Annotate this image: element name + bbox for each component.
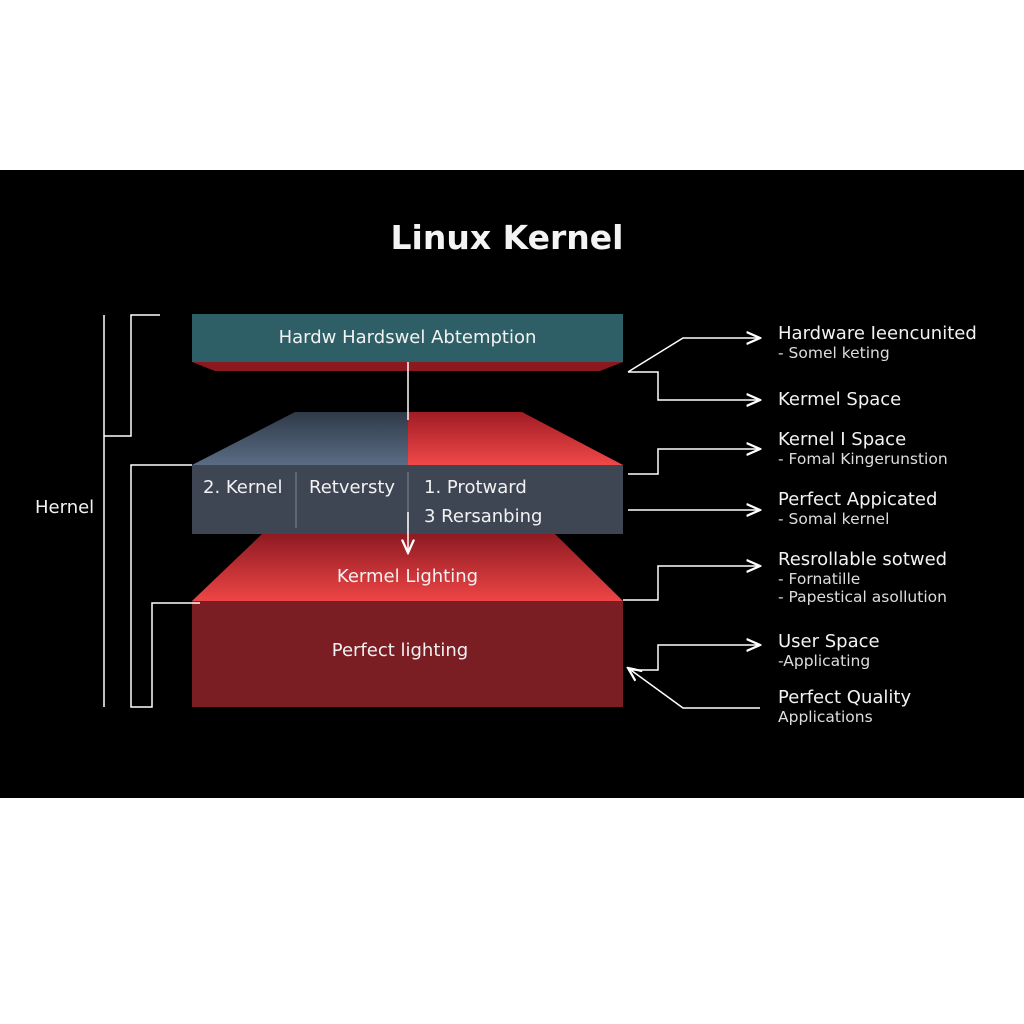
annotation-5: Resrollable sotwed - Fornatille - Papest… [778, 549, 947, 606]
middle-slab-top-left [192, 412, 408, 465]
annotation-4: Perfect Appicated - Somal kernel [778, 489, 937, 528]
hardware-layer-bar [192, 314, 623, 362]
annotation-title: Kermel Space [778, 389, 902, 410]
middle-col3-line1: 1. Protward [424, 477, 527, 498]
left-bracket-label: Hernel [35, 497, 95, 518]
annotation-7: Perfect Quality Applications [778, 687, 911, 726]
red-slab-top [192, 534, 623, 601]
middle-slab-top-right [408, 412, 623, 465]
page-title: Linux Kernel [390, 218, 624, 257]
annotation-title: Hardware Ieencunited [778, 323, 977, 344]
annotation-sub: - Somal kernel [778, 510, 890, 528]
annotation-1: Hardware Ieencunited - Somel keting [778, 323, 977, 362]
annotation-title: Resrollable sotwed [778, 549, 948, 570]
annotation-sub: - Papestical asollution [778, 588, 947, 606]
middle-col1-label: 2. Kernel [203, 477, 283, 498]
red-slab-top-label: Kermel Lighting [336, 566, 479, 587]
annotation-sub: - Somel keting [778, 344, 890, 362]
annotation-6: User Space -Applicating [778, 631, 880, 670]
annotation-3: Kernel I Space - Fomal Kingerunstion [778, 429, 948, 468]
hardware-layer-label: Hardw Hardswel Abtemption [278, 327, 537, 348]
right-connectors [623, 338, 760, 709]
annotation-sub: - Fomal Kingerunstion [778, 450, 948, 468]
annotation-title: Perfect Quality [778, 687, 912, 708]
annotation-2: Kermel Space [778, 389, 901, 410]
red-slab-front [192, 601, 623, 707]
annotation-title: Perfect Appicated [778, 489, 938, 510]
left-brackets [103, 314, 200, 708]
annotation-title: Kernel I Space [778, 429, 907, 450]
annotation-sub: Applications [778, 708, 873, 726]
annotation-sub: -Applicating [778, 652, 871, 670]
middle-col2-label: Retversty [309, 477, 396, 498]
middle-col3-line2: 3 Rersanbing [424, 506, 543, 527]
annotation-sub: - Fornatille [778, 570, 861, 588]
annotation-title: User Space [778, 631, 880, 652]
bottom-layer-label: Perfect lighting [331, 640, 469, 661]
